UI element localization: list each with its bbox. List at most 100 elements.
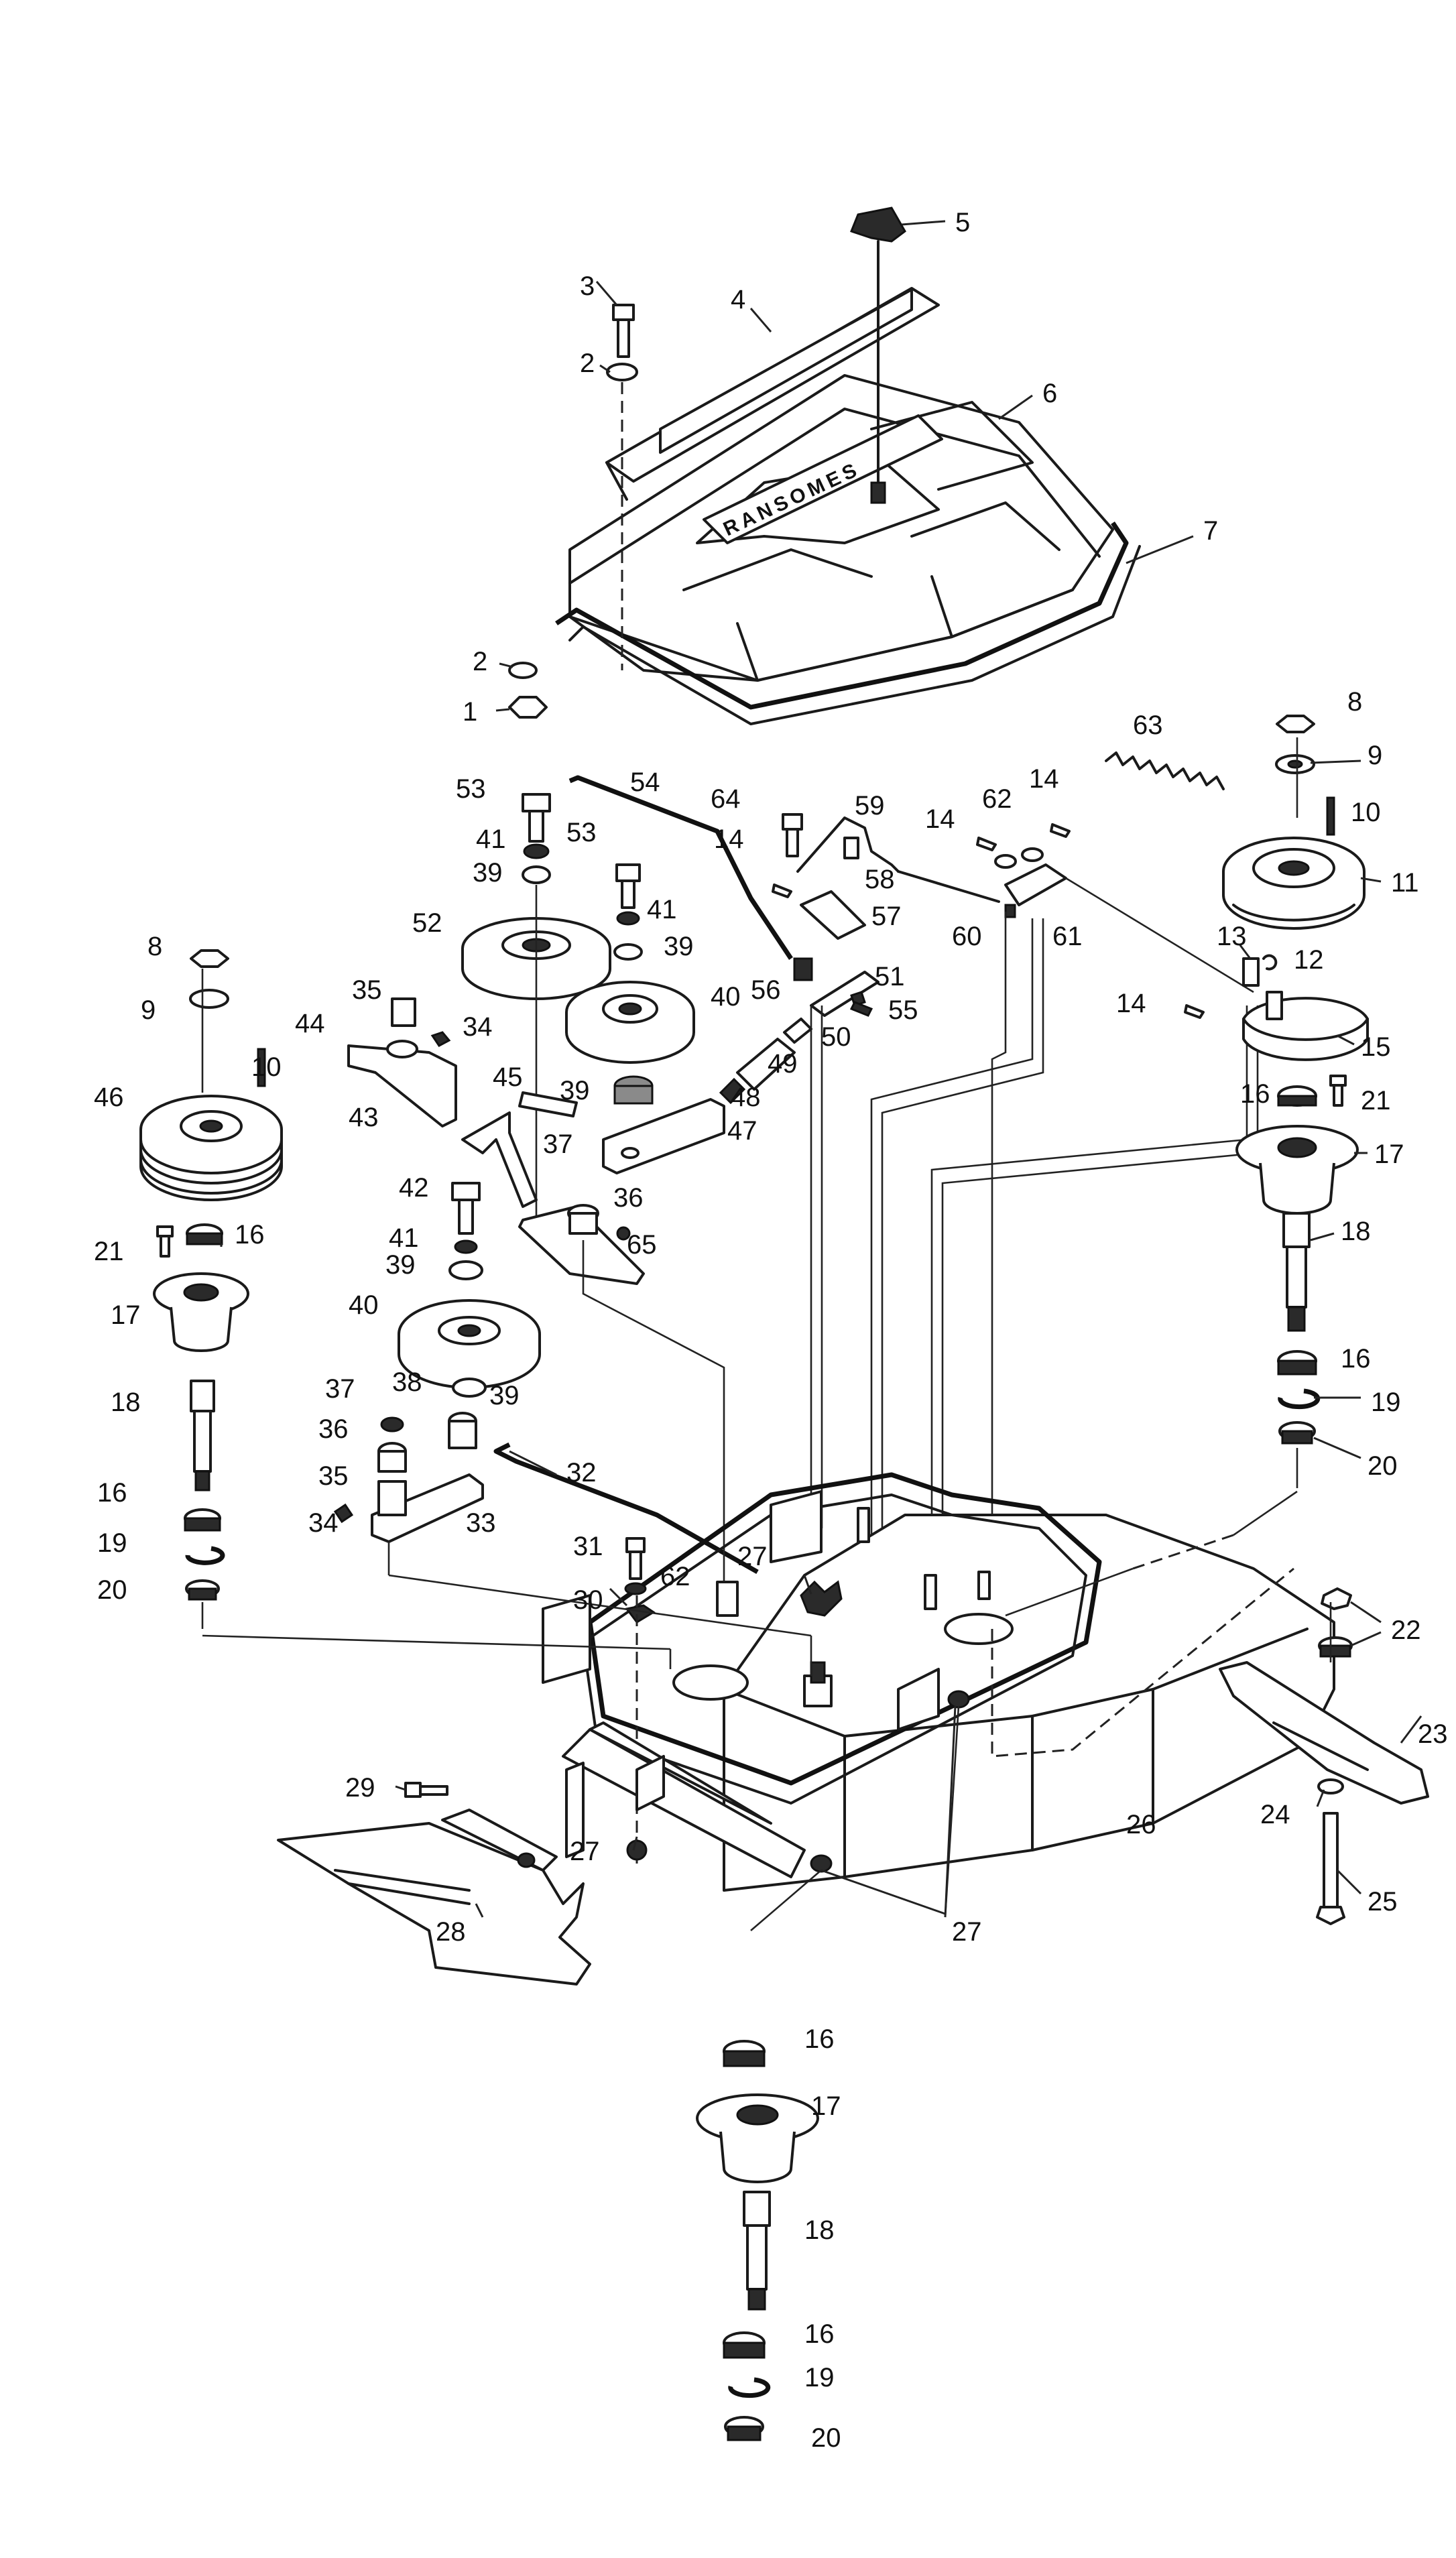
callout-10: 10 bbox=[1351, 798, 1381, 827]
cover-body-6: RANSOMES bbox=[568, 374, 1114, 682]
callout-62: 62 bbox=[660, 1562, 690, 1591]
callout-19: 19 bbox=[804, 2363, 835, 2392]
callout-34: 34 bbox=[308, 1508, 339, 1538]
nut-50 bbox=[783, 1018, 812, 1044]
callout-15: 15 bbox=[1361, 1032, 1391, 1062]
cotter-pin-14d bbox=[1184, 1004, 1205, 1019]
callout-20: 20 bbox=[811, 2423, 841, 2453]
callout-33: 33 bbox=[466, 1508, 496, 1538]
callout-42: 42 bbox=[399, 1173, 429, 1203]
callout-2: 2 bbox=[580, 349, 595, 378]
leader-lines bbox=[220, 220, 1422, 1918]
spring-hook-32 bbox=[493, 1442, 759, 1575]
callout-19: 19 bbox=[1371, 1388, 1401, 1417]
callout-14: 14 bbox=[1116, 989, 1146, 1018]
callout-39: 39 bbox=[489, 1381, 520, 1410]
gasket-7 bbox=[555, 522, 1141, 725]
callout-21: 21 bbox=[1361, 1086, 1391, 1115]
callout-43: 43 bbox=[349, 1103, 379, 1132]
callout-31: 31 bbox=[573, 1532, 603, 1561]
callout-16: 16 bbox=[97, 1478, 127, 1508]
callout-13: 13 bbox=[1217, 922, 1247, 951]
callout-61: 61 bbox=[1052, 922, 1083, 951]
callout-17: 17 bbox=[111, 1300, 141, 1330]
callout-18: 18 bbox=[804, 2215, 835, 2245]
callout-16: 16 bbox=[804, 2024, 835, 2054]
callout-48: 48 bbox=[731, 1083, 761, 1112]
belt-cover-assembly: RANSOMES bbox=[508, 206, 1141, 725]
callout-24: 24 bbox=[1260, 1800, 1290, 1829]
callout-20: 20 bbox=[97, 1575, 127, 1605]
callout-35: 35 bbox=[352, 975, 382, 1005]
blade-assembly bbox=[1219, 1587, 1429, 1925]
callout-16: 16 bbox=[804, 2319, 835, 2349]
callout-39: 39 bbox=[560, 1076, 590, 1105]
callout-39: 39 bbox=[385, 1250, 416, 1280]
knob-5 bbox=[850, 206, 906, 504]
callout-17: 17 bbox=[1374, 1140, 1404, 1169]
lever-61 bbox=[1004, 863, 1067, 906]
control-rod-54 bbox=[568, 775, 793, 960]
callout-9: 9 bbox=[1368, 741, 1382, 770]
idler-arm-47 bbox=[602, 1098, 725, 1174]
shim-45 bbox=[518, 1091, 578, 1117]
callout-18: 18 bbox=[111, 1388, 141, 1417]
callout-50: 50 bbox=[821, 1022, 851, 1052]
callout-4: 4 bbox=[731, 285, 745, 314]
callout-54: 54 bbox=[630, 768, 660, 797]
callout-17: 17 bbox=[811, 2091, 841, 2121]
callout-40: 40 bbox=[711, 982, 741, 1012]
callout-14: 14 bbox=[714, 825, 744, 854]
idler-arm-assembly bbox=[347, 775, 812, 1285]
callout-21: 21 bbox=[94, 1237, 124, 1266]
sleeve-49 bbox=[736, 1038, 796, 1091]
mower-deck-26 bbox=[277, 1472, 1335, 1986]
bracket-57 bbox=[800, 890, 866, 940]
callout-39: 39 bbox=[664, 932, 694, 961]
nut-48 bbox=[719, 1077, 746, 1105]
callout-37: 37 bbox=[325, 1374, 355, 1404]
callout-7: 7 bbox=[1203, 516, 1218, 546]
callout-40: 40 bbox=[349, 1290, 379, 1320]
callout-56: 56 bbox=[751, 975, 781, 1005]
callout-51: 51 bbox=[875, 962, 905, 991]
callout-34: 34 bbox=[463, 1012, 493, 1042]
callout-8: 8 bbox=[147, 932, 162, 961]
spring-63 bbox=[1105, 751, 1225, 790]
callout-38: 38 bbox=[392, 1367, 422, 1397]
callout-65: 65 bbox=[627, 1230, 657, 1260]
callout-57: 57 bbox=[871, 902, 902, 931]
assembly-guide-lines bbox=[202, 1490, 1298, 1676]
callout-3: 3 bbox=[580, 271, 595, 301]
callout-62: 62 bbox=[982, 784, 1012, 814]
callout-53: 53 bbox=[566, 818, 597, 847]
callout-14: 14 bbox=[1029, 764, 1059, 794]
callout-11: 11 bbox=[1391, 868, 1419, 898]
callout-49: 49 bbox=[768, 1049, 798, 1079]
callout-35: 35 bbox=[318, 1461, 349, 1491]
idler-bracket-33 bbox=[371, 1473, 484, 1543]
callout-64: 64 bbox=[711, 784, 741, 814]
callout-29: 29 bbox=[345, 1773, 375, 1803]
idler-bracket-43 bbox=[347, 997, 457, 1128]
direction-arrow-icon bbox=[461, 1111, 538, 1208]
center-spindle-assembly bbox=[696, 2040, 819, 2441]
cotter-pin-14b bbox=[976, 837, 997, 851]
callout-20: 20 bbox=[1368, 1451, 1398, 1481]
control-link-59 bbox=[796, 816, 900, 873]
cover-plate-4 bbox=[605, 287, 940, 501]
callout-16: 16 bbox=[1240, 1079, 1270, 1109]
callout-39: 39 bbox=[473, 858, 503, 888]
callout-36: 36 bbox=[613, 1183, 644, 1213]
callout-16: 16 bbox=[235, 1220, 265, 1250]
cotter-pin-14a bbox=[772, 884, 792, 898]
callout-41: 41 bbox=[476, 825, 506, 854]
left-spindle-assembly bbox=[139, 949, 283, 1629]
callout-52: 52 bbox=[412, 908, 442, 938]
callout-2: 2 bbox=[473, 647, 487, 676]
callout-6: 6 bbox=[1042, 379, 1057, 408]
callout-41: 41 bbox=[389, 1223, 419, 1253]
pulley-40-upper bbox=[565, 981, 695, 1064]
